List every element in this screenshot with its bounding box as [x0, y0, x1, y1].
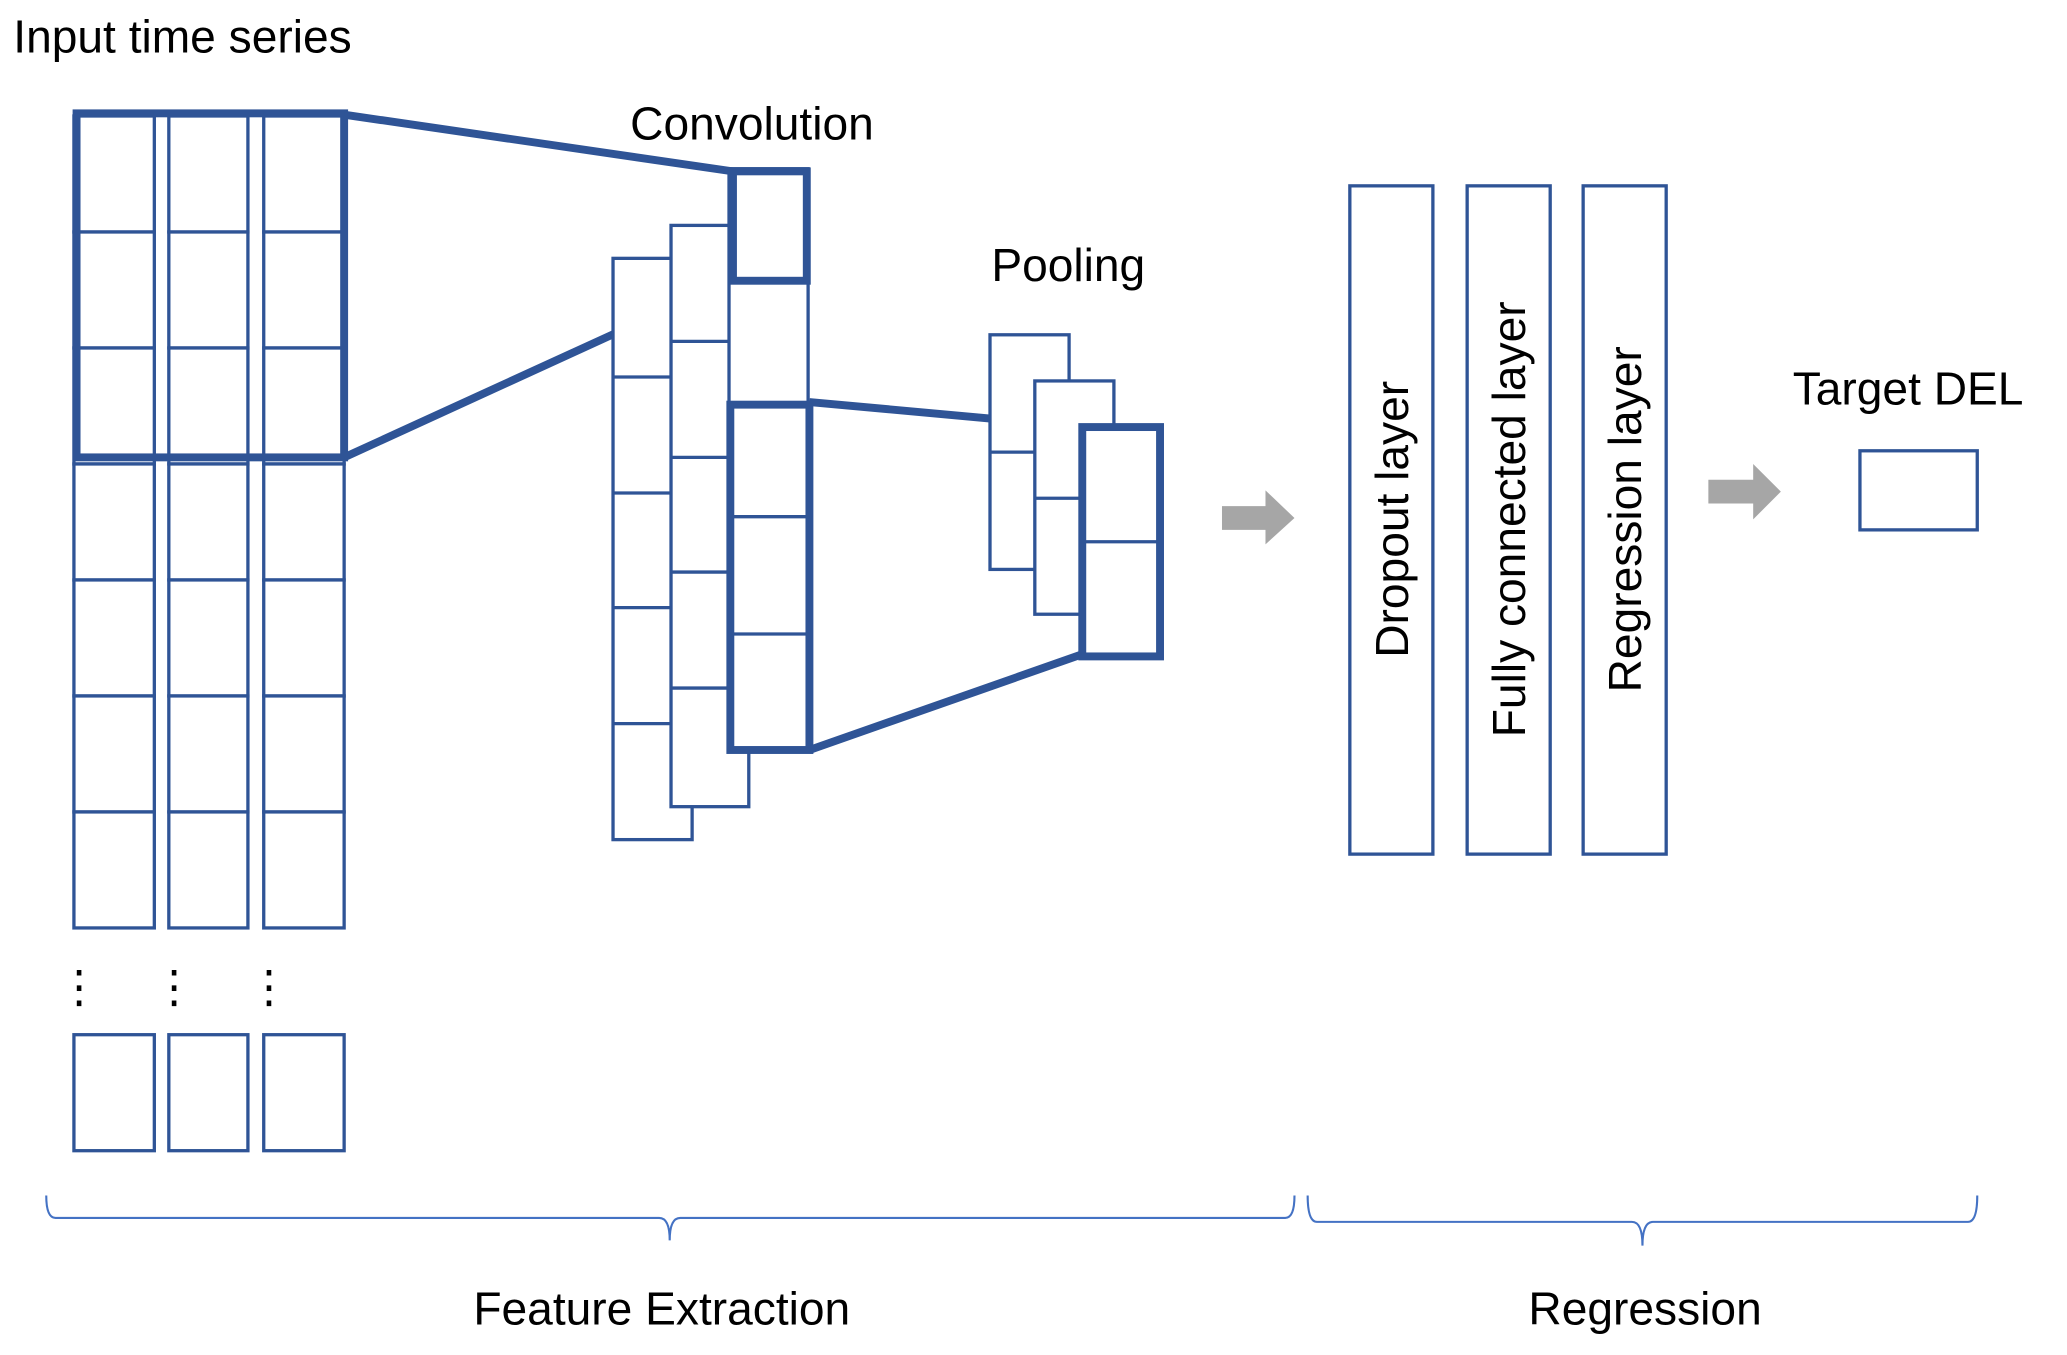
pooling-label: Pooling	[991, 239, 1145, 291]
input-last-cell-3	[262, 1033, 346, 1153]
conv-feature-maps	[611, 167, 814, 842]
pool-output-highlight	[1078, 423, 1164, 661]
regression-layer-label: Regression layer	[1599, 346, 1651, 692]
input-cell	[262, 230, 346, 350]
input-cell	[262, 114, 346, 234]
dropout-layer-label: Dropout layer	[1366, 381, 1418, 658]
connector-input-conv-top	[343, 110, 734, 176]
input-cell	[167, 462, 250, 582]
arrow-right-icon	[1221, 490, 1295, 545]
connector-conv-pool-bottom	[808, 650, 1085, 754]
regression-brace	[1306, 1195, 1979, 1246]
ellipsis-col-3: ⋮	[247, 962, 292, 1012]
pool-map-3	[1080, 425, 1161, 659]
convolution-label: Convolution	[630, 98, 874, 150]
fully-connected-layer-label: Fully connected layer	[1483, 301, 1535, 737]
input-cell	[262, 462, 346, 582]
input-window-highlight	[72, 109, 349, 462]
input-cell	[72, 114, 156, 234]
input-cell	[262, 694, 346, 814]
input-grid: ⋮ ⋮ ⋮	[57, 109, 349, 1153]
dropout-layer-box	[1348, 184, 1435, 856]
arrow-right-icon	[1708, 463, 1781, 520]
input-cell	[72, 578, 156, 698]
input-cell	[167, 114, 250, 234]
ellipsis-col-2: ⋮	[152, 962, 197, 1012]
fully-connected-layer-box	[1465, 184, 1552, 856]
target-label: Target DEL	[1793, 363, 2024, 415]
input-last-cell-1	[72, 1033, 156, 1153]
regression-section-label: Regression	[1528, 1283, 1761, 1335]
target-output-box	[1858, 449, 1979, 532]
input-cell	[167, 346, 250, 466]
input-cell	[72, 230, 156, 350]
input-cell	[72, 694, 156, 814]
regression-layers: Dropout layer Fully connected layer Regr…	[1348, 184, 1668, 856]
regression-layer-box	[1581, 184, 1668, 856]
input-cell	[167, 230, 250, 350]
pooling-maps	[988, 333, 1164, 661]
conv-output-cell-highlight	[729, 167, 811, 285]
feature-extraction-label: Feature Extraction	[473, 1283, 850, 1335]
conv-map-3	[727, 167, 810, 753]
feature-extraction-brace	[45, 1195, 1296, 1241]
input-label: Input time series	[13, 11, 351, 63]
conv-pool-window-highlight	[726, 400, 814, 754]
input-cell	[72, 346, 156, 466]
input-cell	[167, 810, 250, 930]
input-cell	[262, 578, 346, 698]
input-cell	[72, 810, 156, 930]
input-last-cell-2	[167, 1033, 250, 1153]
input-cell	[167, 578, 250, 698]
input-cell	[72, 462, 156, 582]
ellipsis-col-1: ⋮	[57, 962, 102, 1012]
input-cell	[262, 810, 346, 930]
input-cell	[167, 694, 250, 814]
input-cell	[262, 346, 346, 466]
